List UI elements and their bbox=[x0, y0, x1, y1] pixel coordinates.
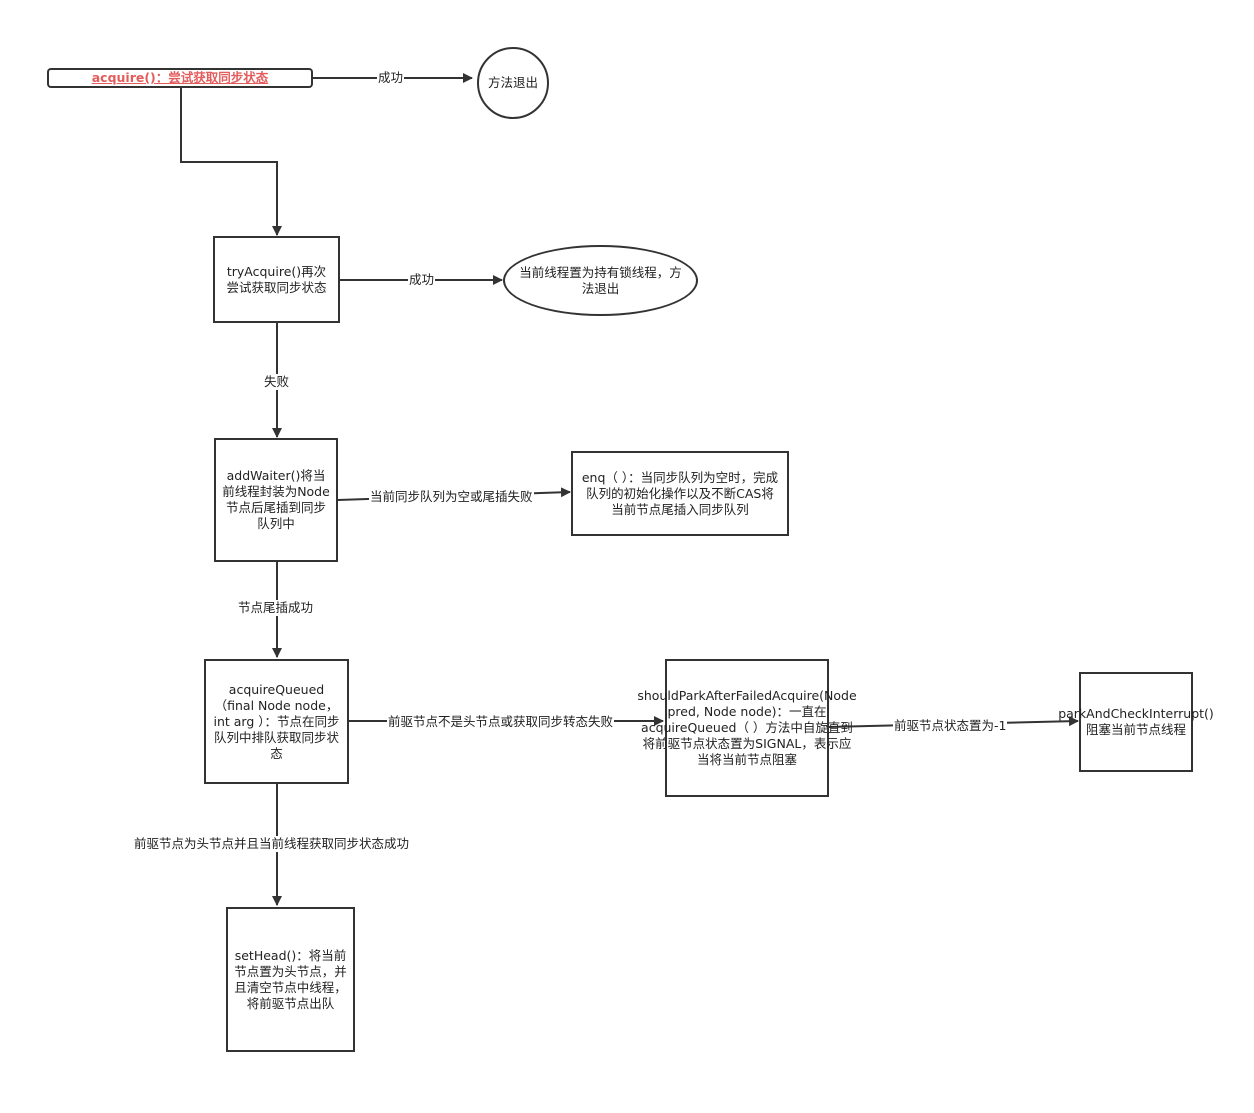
set-owner-exit-node: 当前线程置为持有锁线程，方法退出 bbox=[503, 245, 698, 316]
edge-label-tail-insert-success: 节点尾插成功 bbox=[237, 600, 315, 616]
exit-method-node: 方法退出 bbox=[477, 47, 549, 119]
edge-label-status-minus-one: 前驱节点状态置为-1 bbox=[893, 718, 1008, 734]
exit-method-label: 方法退出 bbox=[487, 75, 538, 90]
park-and-check-label: parkAndCheckInterrupt() 阻塞当前节点线程 bbox=[1058, 706, 1214, 737]
should-park-label: shouldParkAfterFailedAcquire(Node pred, … bbox=[637, 688, 857, 767]
add-waiter-node: addWaiter()将当前线程封装为Node节点后尾插到同步队列中 bbox=[214, 438, 338, 562]
set-head-node: setHead()：将当前节点置为头节点，并且清空节点中线程，将前驱节点出队 bbox=[226, 907, 355, 1052]
edge-label-not-head-or-fail: 前驱节点不是头节点或获取同步转态失败 bbox=[387, 714, 615, 730]
enq-node: enq（ ）：当同步队列为空时，完成队列的初始化操作以及不断CAS将当前节点尾插… bbox=[571, 451, 789, 536]
edge-label-head-and-success: 前驱节点为头节点并且当前线程获取同步状态成功 bbox=[133, 836, 411, 852]
try-acquire-label: tryAcquire()再次尝试获取同步状态 bbox=[226, 263, 327, 295]
enq-label: enq（ ）：当同步队列为空时，完成队列的初始化操作以及不断CAS将当前节点尾插… bbox=[581, 469, 779, 517]
set-owner-exit-label: 当前线程置为持有锁线程，方法退出 bbox=[519, 264, 682, 296]
edge-acquire-try bbox=[180, 88, 282, 236]
acquire-node: acquire()：尝试获取同步状态 bbox=[47, 68, 313, 88]
set-head-label: setHead()：将当前节点置为头节点，并且清空节点中线程，将前驱节点出队 bbox=[234, 947, 347, 1011]
try-acquire-node: tryAcquire()再次尝试获取同步状态 bbox=[213, 236, 340, 323]
acquire-queued-node: acquireQueued（final Node node，int arg ）：… bbox=[204, 659, 349, 784]
should-park-node: shouldParkAfterFailedAcquire(Node pred, … bbox=[637, 659, 857, 797]
acquire-node-label: acquire()：尝试获取同步状态 bbox=[91, 70, 269, 85]
edge-label-acquire-success: 成功 bbox=[377, 70, 405, 86]
edge-label-try-fail: 失败 bbox=[263, 374, 291, 390]
edge-label-try-success: 成功 bbox=[408, 272, 436, 288]
acquire-queued-label: acquireQueued（final Node node，int arg ）：… bbox=[213, 681, 340, 761]
add-waiter-label: addWaiter()将当前线程封装为Node节点后尾插到同步队列中 bbox=[222, 468, 330, 531]
park-and-check-node: parkAndCheckInterrupt() 阻塞当前节点线程 bbox=[1058, 672, 1214, 772]
edge-label-enq-condition: 当前同步队列为空或尾插失败 bbox=[369, 489, 534, 505]
